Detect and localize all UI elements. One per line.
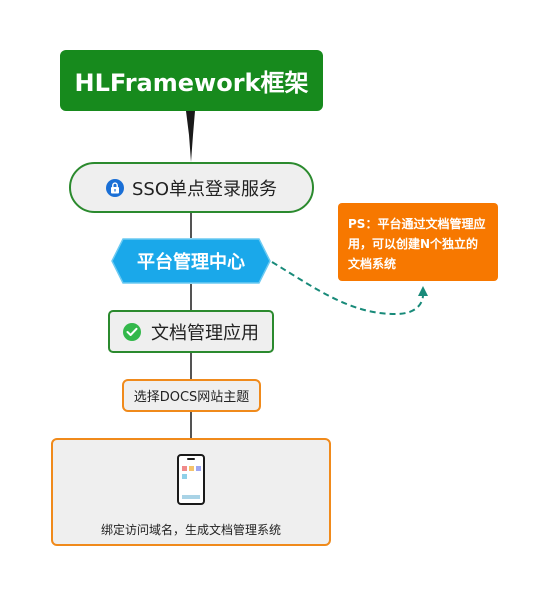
- callout-body: 平台通过文档管理应用，可以创建N个独立的文档系统: [348, 217, 486, 271]
- bind-node[interactable]: 绑定访问域名，生成文档管理系统: [51, 438, 331, 546]
- lock-icon: [105, 178, 124, 197]
- bind-node-label: 绑定访问域名，生成文档管理系统: [100, 523, 281, 537]
- root-node[interactable]: HLFramework框架: [60, 50, 323, 111]
- callout-note[interactable]: PS：平台通过文档管理应用，可以创建N个独立的文档系统: [338, 203, 498, 281]
- hexagon-shape: [111, 238, 271, 284]
- callout-prefix: PS：: [348, 217, 378, 231]
- check-circle-icon: [123, 322, 141, 341]
- sso-node-label: SSO单点登录服务: [131, 178, 278, 200]
- theme-node-label: 选择DOCS网站主题: [133, 390, 250, 405]
- docs-node-label: 文档管理应用: [151, 322, 259, 344]
- docs-node[interactable]: 文档管理应用: [108, 310, 274, 353]
- root-to-sso-connector: [186, 111, 195, 162]
- smartphone-icon: [177, 454, 205, 505]
- theme-node[interactable]: 选择DOCS网站主题: [122, 379, 261, 412]
- callout-link-arrowhead: [418, 286, 428, 296]
- platform-node-label: 平台管理中心: [137, 252, 245, 273]
- platform-node[interactable]: 平台管理中心: [111, 238, 271, 284]
- callout-dashed-link: [271, 261, 424, 316]
- callout-text: PS：平台通过文档管理应用，可以创建N个独立的文档系统: [348, 214, 489, 274]
- sso-node[interactable]: SSO单点登录服务: [69, 162, 314, 213]
- root-node-label: HLFramework框架: [74, 69, 309, 97]
